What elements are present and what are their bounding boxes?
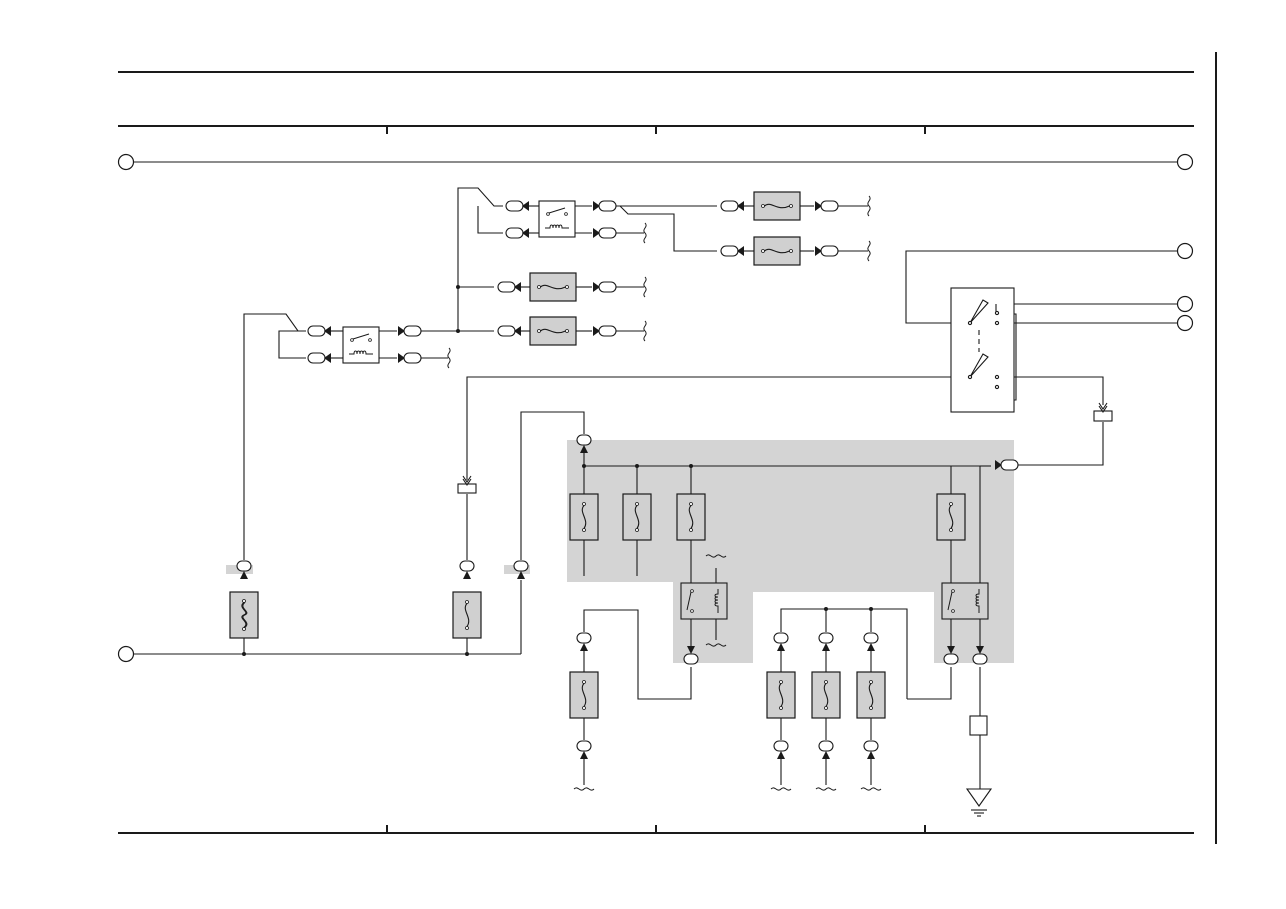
junction-block-shade [226, 440, 1014, 663]
fusible-link-icon [229, 591, 259, 639]
ground-icon [965, 788, 993, 817]
double-switch-icon [950, 287, 1015, 413]
circle-terminal-icon [117, 153, 1194, 663]
junction-dot-icon [242, 285, 873, 656]
connector-block-icon [457, 402, 1113, 736]
connector-pin-icon [307, 200, 1019, 471]
wires [134, 161, 1177, 789]
page-frame [118, 52, 1217, 844]
